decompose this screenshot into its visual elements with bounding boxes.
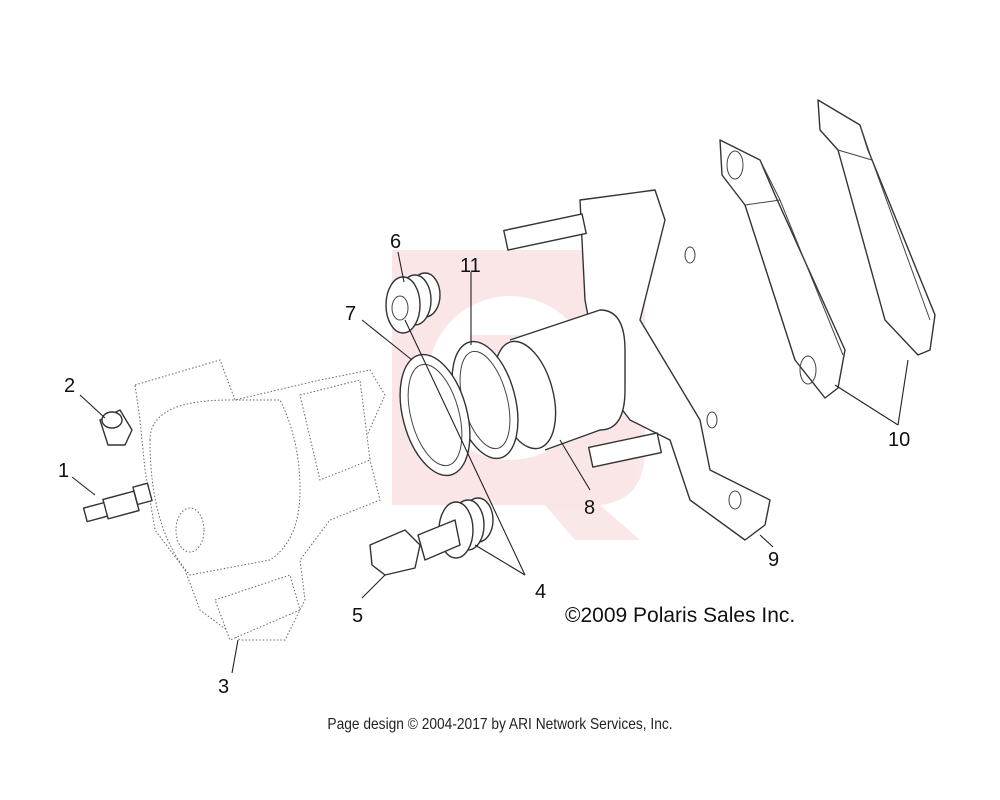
copyright-notice: ©2009 Polaris Sales Inc. [565, 604, 795, 627]
callout-4: 4 [535, 581, 546, 603]
callout-3: 3 [218, 676, 229, 698]
slide-pin [369, 519, 461, 576]
brake-pad-front [719, 139, 846, 399]
o-ring [399, 353, 471, 477]
callout-5: 5 [352, 605, 363, 627]
callout-2: 2 [64, 375, 75, 397]
callout-1: 1 [58, 460, 69, 482]
caliper-bracket [503, 189, 771, 541]
upper-boot [385, 272, 441, 334]
callout-6: 6 [390, 231, 401, 253]
bushing [99, 409, 133, 446]
callout-11: 11 [460, 255, 481, 277]
brake-pad-rear [817, 99, 936, 356]
callout-10: 10 [888, 429, 910, 451]
caliper-housing [134, 359, 386, 641]
bleeder-valve [82, 482, 153, 523]
callout-8: 8 [584, 497, 595, 519]
leader-lines [71, 251, 909, 674]
callout-7: 7 [345, 303, 356, 325]
callout-9: 9 [768, 549, 779, 571]
page-footer: Page design © 2004-2017 by ARI Network S… [327, 716, 673, 733]
